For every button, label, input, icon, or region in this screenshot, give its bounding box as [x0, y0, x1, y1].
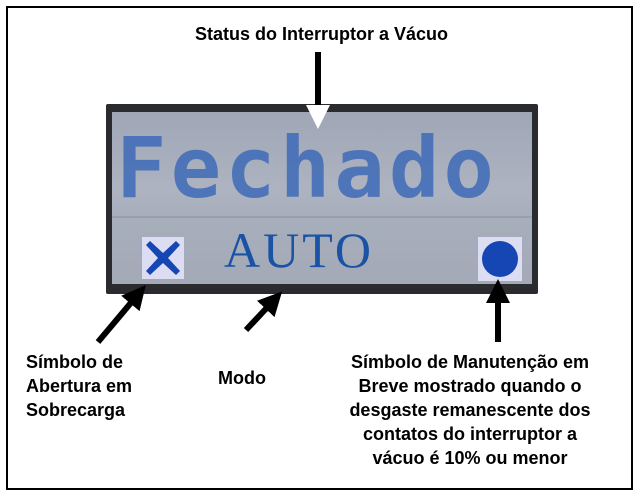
overload-symbol-box: [142, 237, 184, 279]
mode-text: AUTO: [224, 222, 374, 278]
circle-icon: [482, 241, 518, 277]
maintenance-symbol-box: [478, 237, 522, 281]
lcd-divider: [112, 216, 532, 218]
mode-arrow: [243, 291, 283, 333]
diagram-frame: Status do Interruptor a Vácuo Fechado AU…: [6, 6, 633, 490]
maintenance-symbol-label: Símbolo de Manutenção em Breve mostrado …: [349, 352, 591, 468]
x-icon: [146, 241, 180, 275]
overload-symbol-label: Símbolo de Abertura em Sobrecarga: [26, 352, 133, 420]
lcd-display: Fechado AUTO: [106, 104, 538, 294]
status-label: Status do Interruptor a Vácuo: [194, 24, 449, 44]
arrows-layer: [95, 52, 510, 344]
status-text: Fechado: [116, 119, 499, 217]
lcd-screen: Fechado AUTO: [112, 112, 532, 284]
mode-label: Modo: [218, 368, 266, 388]
overload-arrow: [95, 285, 146, 344]
